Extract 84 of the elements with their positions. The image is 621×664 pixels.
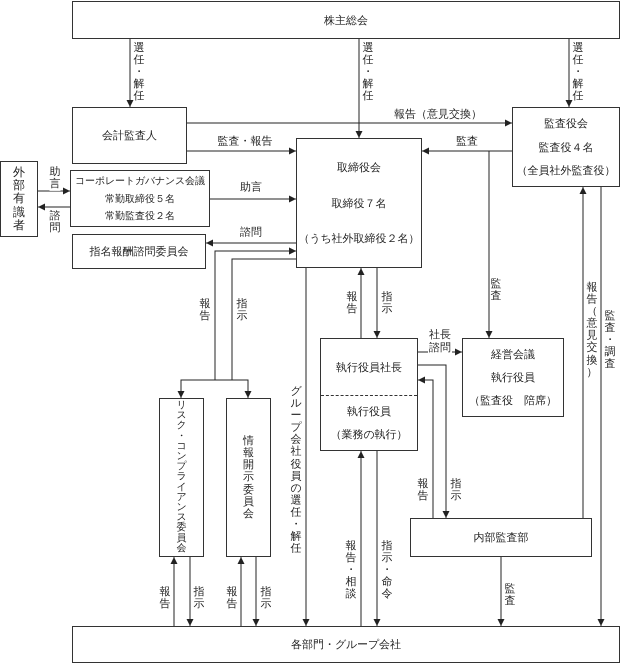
organization-box <box>70 170 210 227</box>
node-text: 株主総会 <box>324 14 368 28</box>
arrow <box>186 120 512 126</box>
arrow <box>418 364 450 518</box>
arrow <box>358 268 364 338</box>
department-box <box>72 626 620 663</box>
edge-label: 指示 <box>260 584 272 612</box>
organization-box <box>410 518 592 557</box>
organization-box <box>512 107 620 187</box>
edge-label: 報告 <box>226 584 238 612</box>
node-text: （全員社外監査役） <box>516 164 616 178</box>
node-text: （業務の執行） <box>330 428 408 442</box>
node-text: 常勤取締役５名 <box>105 192 175 206</box>
arrow <box>126 38 134 108</box>
organization-box <box>296 138 422 268</box>
edge-label: 諮問 <box>50 208 60 236</box>
edge-label: グループ会社役員の選任・解任 <box>290 384 302 556</box>
edge-label: 選任・解任 <box>362 40 374 104</box>
organization-box <box>462 338 564 417</box>
organization-box <box>320 338 418 451</box>
edge-label: 報告 <box>200 296 210 324</box>
node-text: 情報開示委員会 <box>243 435 254 520</box>
arrow <box>598 186 604 626</box>
arrow <box>186 148 296 154</box>
arrow <box>374 450 380 626</box>
edge-label: 報告 <box>160 584 170 612</box>
node-text: コーポレートガバナンス会議 <box>75 174 205 188</box>
node-text: 取締役会 <box>337 160 381 175</box>
node-text: 常勤監査役２名 <box>105 210 175 223</box>
node-text: 経営会議 <box>491 348 535 362</box>
node-text: 各部門・グループ会社 <box>291 638 401 652</box>
arrow <box>356 38 362 138</box>
edge-label: 指示 <box>382 290 392 316</box>
edge-label: 報告 <box>346 290 358 316</box>
organization-box <box>72 107 187 164</box>
arrow <box>498 556 504 626</box>
arrow <box>186 556 194 626</box>
arrow <box>252 556 260 626</box>
edge-label: 選任・解任 <box>572 40 584 104</box>
edge-label: 指示 <box>236 296 248 324</box>
arrow <box>206 240 296 246</box>
node-text: 執行役員 <box>491 371 535 385</box>
node-text: 指名報酬諮問委員会 <box>90 244 188 259</box>
organization-box <box>0 161 38 237</box>
edge-label: 監査・報告 <box>216 135 274 149</box>
edge-label: 指示 <box>194 584 204 612</box>
arrow <box>210 196 296 202</box>
node-text: 外部有識者 <box>13 166 25 232</box>
edge-label: 指示・命令 <box>382 538 392 602</box>
arrow <box>486 150 512 338</box>
edge-label: 諮問 <box>239 226 263 240</box>
edge-label: 助言 <box>239 181 263 195</box>
node-text: 取締役７名 <box>332 196 386 210</box>
node-text: 監査役４名 <box>538 140 594 154</box>
arrow <box>580 186 586 518</box>
arrow <box>358 450 364 626</box>
edge-label: 指示 <box>450 476 462 504</box>
arrow <box>170 556 178 626</box>
edge-label: 選任・解任 <box>134 40 144 104</box>
edge-label: 社長諮問 <box>428 328 452 356</box>
node-text: 執行役員 <box>347 405 391 419</box>
organization-box <box>72 234 206 269</box>
edge-label: 監査 <box>455 135 479 149</box>
node-text: （うち社外取締役２名） <box>298 232 420 246</box>
node-text: リスク・コンプライアンス委員会 <box>176 401 186 554</box>
node-text: 会計監査人 <box>102 128 157 143</box>
meeting-box <box>72 1 620 39</box>
arrow <box>418 376 434 518</box>
arrow <box>38 188 70 194</box>
node-text: 内部監査部 <box>474 530 528 545</box>
arrow <box>374 268 380 338</box>
arrow <box>38 204 70 210</box>
edge-label: 報告 <box>418 476 428 504</box>
node-text: （監査役 陪席） <box>469 394 557 408</box>
edge-label: 助言 <box>50 164 60 192</box>
edge-label: 報告（意見交換） <box>586 280 598 380</box>
node-text: 監査役会 <box>544 117 588 132</box>
arrow <box>238 556 244 626</box>
node-text: 執行役員社長 <box>336 360 402 374</box>
arrow <box>566 38 572 108</box>
organization-box <box>159 398 204 557</box>
edge-label: 報告・相談 <box>346 538 356 602</box>
organization-box <box>226 398 271 557</box>
arrow <box>302 268 310 626</box>
